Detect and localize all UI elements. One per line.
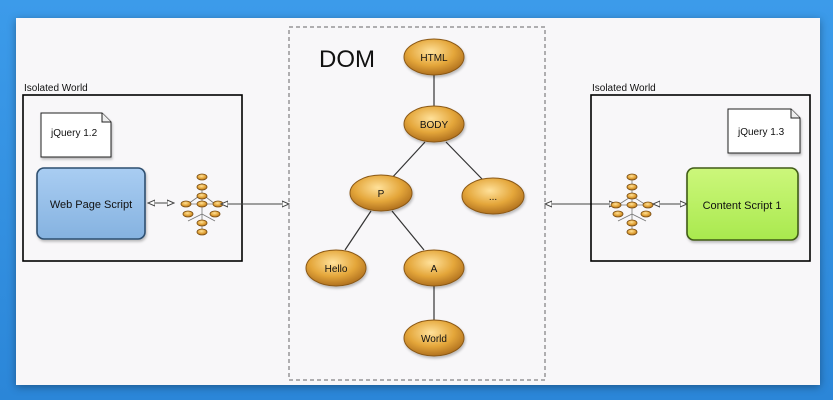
node-body-label: BODY (420, 120, 449, 131)
node-a (403, 249, 465, 287)
node-hello-label: Hello (325, 264, 348, 275)
jquery-1-3-note (727, 108, 801, 154)
right-world-box (590, 94, 811, 262)
dom-title: DOM (319, 46, 375, 73)
jquery-1-3-label: jQuery 1.3 (737, 127, 785, 138)
left-isolated-world: Isolated World jQuery 1.2 Web Page Scrip… (22, 83, 286, 262)
right-mini-dom-icon (610, 173, 654, 236)
dom-dashed-box (288, 26, 546, 381)
jquery-1-2-note (40, 112, 112, 158)
right-isolated-world: Isolated World jQuery 1.3 C (548, 83, 811, 262)
node-html (403, 38, 465, 76)
dom-tree-edges (344, 75, 484, 320)
left-world-box (22, 94, 243, 262)
left-mini-dom-icon (180, 173, 224, 236)
content-script-label: Content Script 1 (703, 200, 782, 212)
dom-container: DOM HTML BODY P ... Hello A World (288, 26, 546, 381)
dom-tree-nodes (305, 38, 525, 357)
web-page-script-box (36, 167, 146, 240)
right-world-label: Isolated World (592, 83, 656, 94)
node-html-label: HTML (420, 53, 448, 64)
edge-body-ellipsis (445, 141, 484, 181)
node-p-label: P (378, 189, 385, 200)
node-ellipsis (461, 177, 525, 215)
content-script-box (686, 167, 799, 241)
web-page-script-label: Web Page Script (50, 199, 132, 211)
node-hello (305, 249, 367, 287)
node-world (403, 319, 465, 357)
node-world-label: World (421, 334, 447, 345)
edge-body-p (389, 141, 426, 181)
edge-p-hello (344, 210, 372, 251)
node-a-label: A (431, 264, 438, 275)
node-body (403, 105, 465, 143)
jquery-1-2-label: jQuery 1.2 (50, 128, 98, 139)
edge-p-a (391, 210, 425, 251)
left-world-label: Isolated World (24, 83, 88, 94)
node-p (349, 174, 413, 212)
node-ellipsis-label: ... (489, 192, 497, 203)
